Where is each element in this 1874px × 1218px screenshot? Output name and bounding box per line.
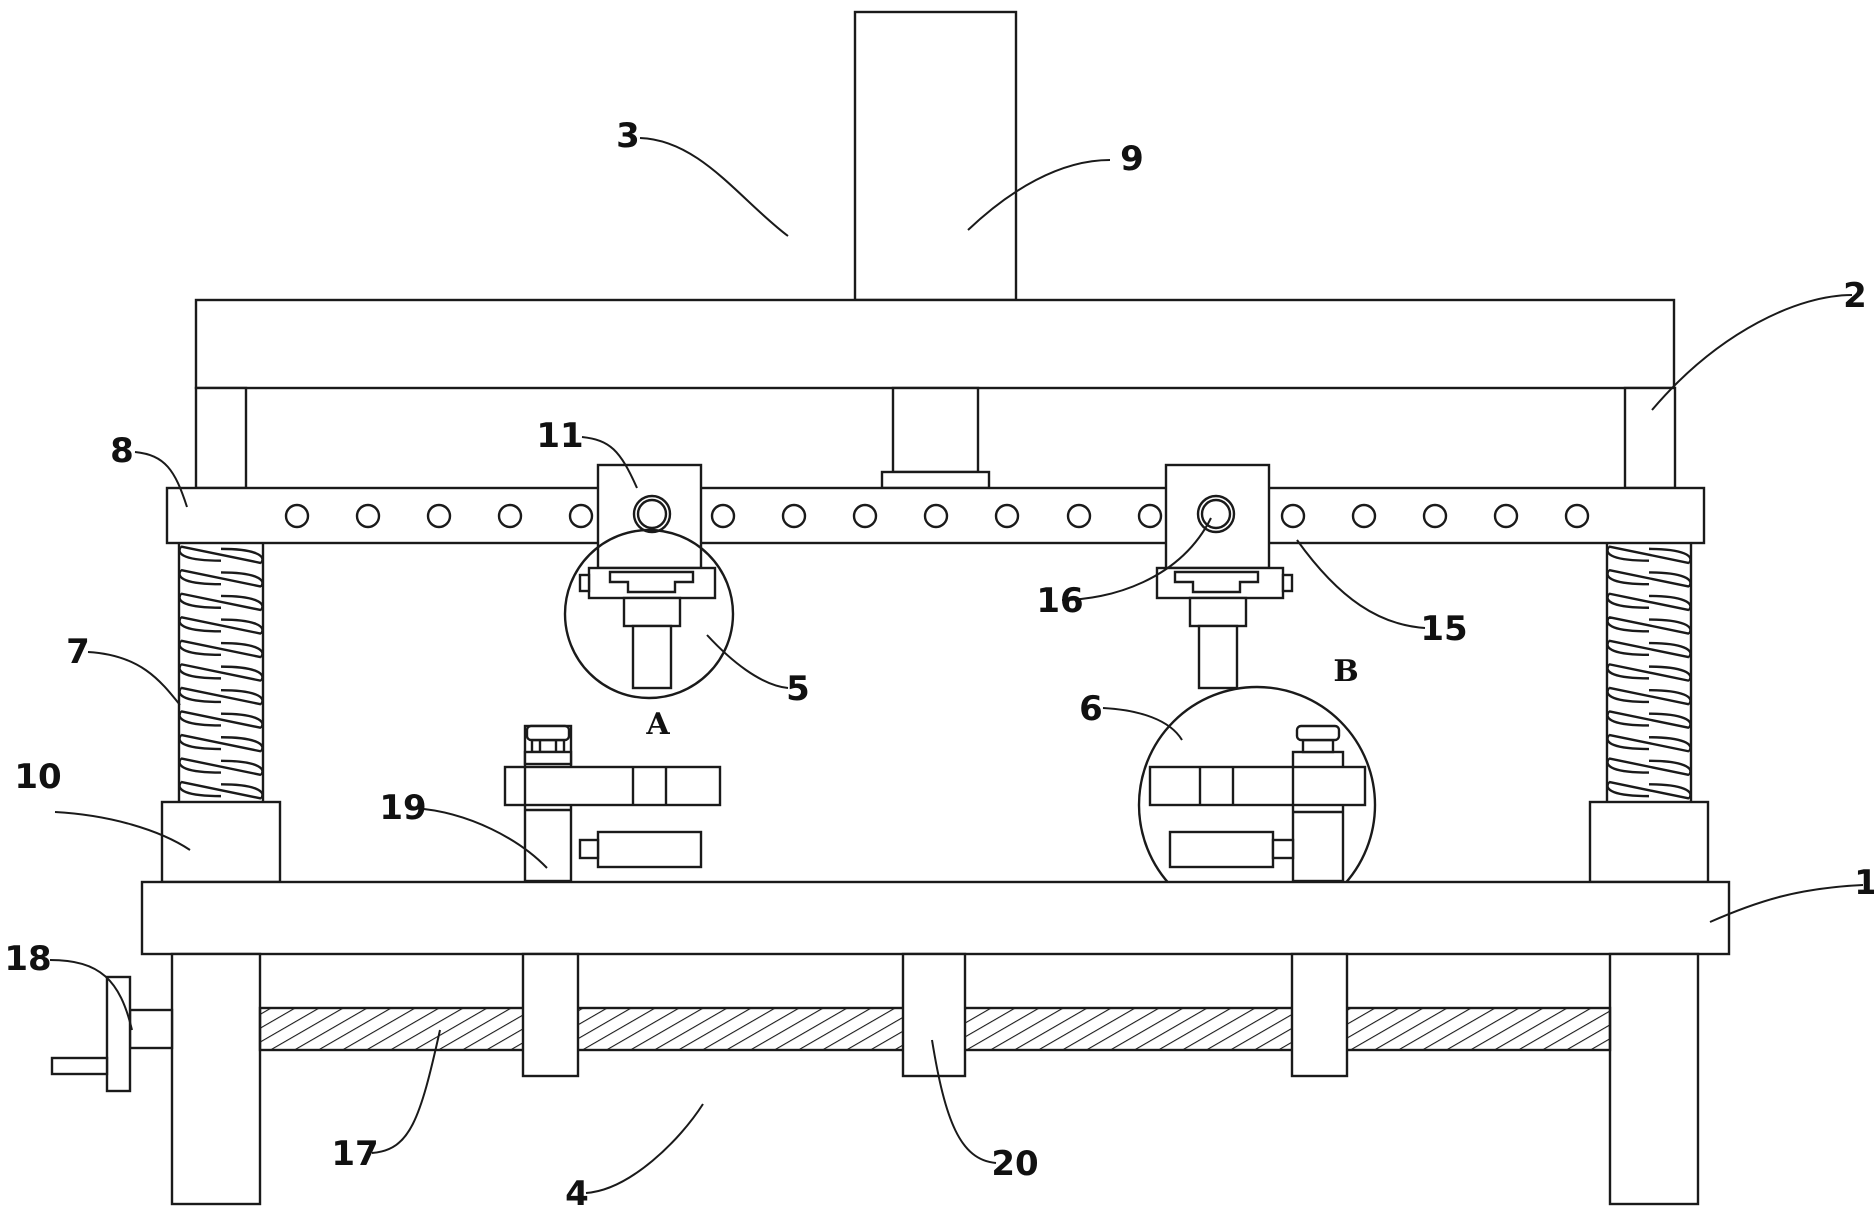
spring-coil	[1608, 547, 1691, 799]
label-5: 5	[786, 669, 810, 709]
detail-label-b: B	[1333, 654, 1358, 689]
right-positioning-clamp	[1150, 726, 1365, 881]
left-screw-guide	[523, 954, 578, 1076]
left-spring-base	[162, 802, 280, 882]
left-slide-block	[598, 465, 701, 568]
handwheel-shaft	[130, 1010, 172, 1048]
label-16: 16	[1036, 581, 1083, 621]
label-18: 18	[4, 939, 51, 979]
label-11: 11	[536, 416, 583, 456]
left-leg	[172, 954, 260, 1204]
screw-nut	[903, 954, 965, 1076]
top-plate	[196, 300, 1674, 388]
label-9: 9	[1120, 139, 1144, 179]
base-plate	[142, 882, 1729, 954]
right-clamp-assembly	[1157, 568, 1292, 688]
label-4: 4	[565, 1174, 589, 1214]
left-clamp-assembly	[580, 568, 715, 688]
piston-rod	[893, 388, 978, 472]
label-8: 8	[110, 431, 134, 471]
left-spring	[179, 543, 263, 802]
right-spring-base	[1590, 802, 1708, 882]
right-slide-block	[1166, 465, 1269, 568]
label-6: 6	[1079, 689, 1103, 729]
label-3: 3	[616, 116, 640, 156]
label-15: 15	[1420, 609, 1467, 649]
detail-label-a: A	[645, 707, 670, 742]
cylinder	[855, 12, 1016, 300]
right-leg	[1610, 954, 1698, 1204]
label-17: 17	[331, 1134, 378, 1174]
label-10: 10	[14, 757, 61, 797]
handwheel-crank	[52, 1058, 107, 1074]
mounting-beam	[167, 488, 1704, 543]
right-top-post	[1625, 388, 1675, 488]
label-2: 2	[1843, 276, 1867, 316]
left-top-post	[196, 388, 246, 488]
right-screw-guide	[1292, 954, 1347, 1076]
label-19: 19	[379, 788, 426, 828]
spring-coil	[180, 547, 263, 799]
piston-foot	[882, 472, 989, 488]
label-7: 7	[66, 632, 90, 672]
label-1: 1	[1854, 863, 1874, 903]
label-20: 20	[991, 1144, 1038, 1184]
right-spring	[1607, 543, 1691, 802]
